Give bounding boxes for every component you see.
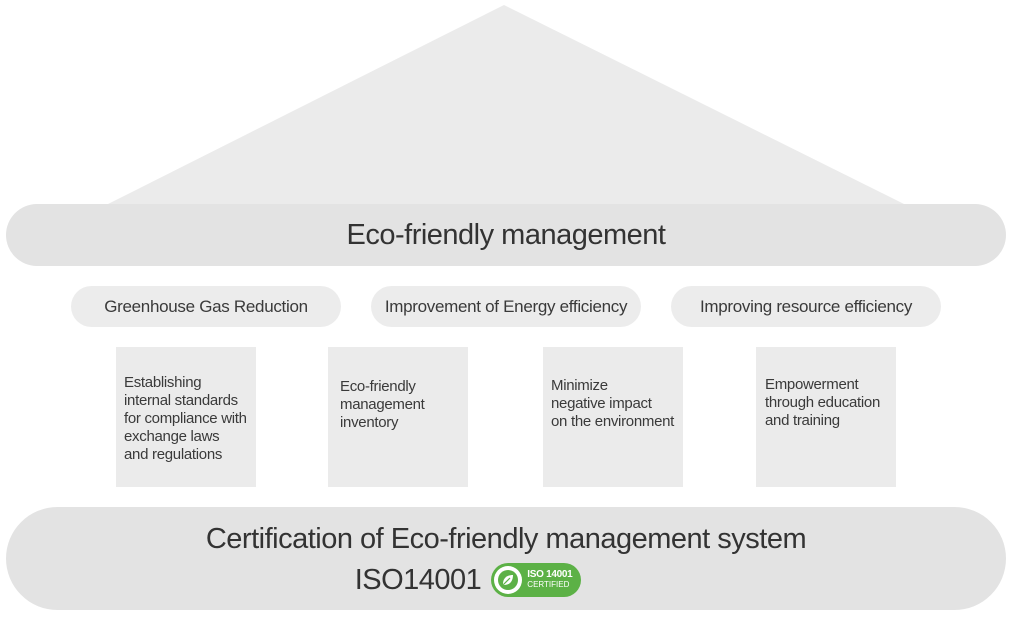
box-text-line: internal standards bbox=[124, 392, 238, 409]
badge-text: ISO 14001 CERTIFIED bbox=[527, 570, 572, 590]
box-text-line: management bbox=[340, 396, 425, 413]
box-text-line: Empowerment bbox=[765, 376, 859, 393]
certification-band: Certification of Eco-friendly management… bbox=[6, 507, 1006, 610]
badge-certified-label: CERTIFIED bbox=[527, 580, 570, 589]
activity-box-inventory: Eco-friendly management inventory bbox=[328, 347, 468, 487]
box-text-line: exchange laws bbox=[124, 428, 220, 445]
activity-box-impact: Minimize negative impact on the environm… bbox=[543, 347, 683, 487]
iso-row: ISO14001 ISO 14001 CERTIFIED bbox=[6, 563, 1006, 597]
roof-shape bbox=[108, 5, 904, 204]
activity-box-standards: Establishing internal standards for comp… bbox=[116, 347, 256, 487]
iso-certified-badge: ISO 14001 CERTIFIED bbox=[491, 563, 582, 597]
leaf-icon bbox=[494, 566, 523, 594]
roof-triangle bbox=[108, 5, 904, 204]
badge-iso-label: ISO 14001 bbox=[527, 569, 573, 580]
box-text-line: Minimize bbox=[551, 377, 608, 394]
pillar-resource-efficiency: Improving resource efficiency bbox=[671, 286, 941, 327]
box-text-line: through education bbox=[765, 394, 880, 411]
box-text-line: Establishing bbox=[124, 374, 202, 391]
eco-management-title: Eco-friendly management bbox=[346, 218, 666, 251]
box-text-line: and training bbox=[765, 412, 840, 429]
iso-code: ISO14001 bbox=[354, 563, 482, 596]
activity-box-education: Empowerment through education and traini… bbox=[756, 347, 896, 487]
box-text-line: on the environment bbox=[551, 413, 675, 430]
box-text-line: for compliance with bbox=[124, 410, 247, 427]
certification-title: Certification of Eco-friendly management… bbox=[205, 523, 807, 555]
pillar-energy-efficiency: Improvement of Energy efficiency bbox=[371, 286, 641, 327]
box-text-line: Eco-friendly bbox=[340, 378, 416, 395]
box-text-line: and regulations bbox=[124, 446, 223, 463]
box-text-line: negative impact bbox=[551, 395, 652, 412]
box-text-line: inventory bbox=[340, 414, 399, 431]
pillar-greenhouse-gas: Greenhouse Gas Reduction bbox=[71, 286, 341, 327]
eco-management-band: Eco-friendly management bbox=[6, 204, 1006, 266]
